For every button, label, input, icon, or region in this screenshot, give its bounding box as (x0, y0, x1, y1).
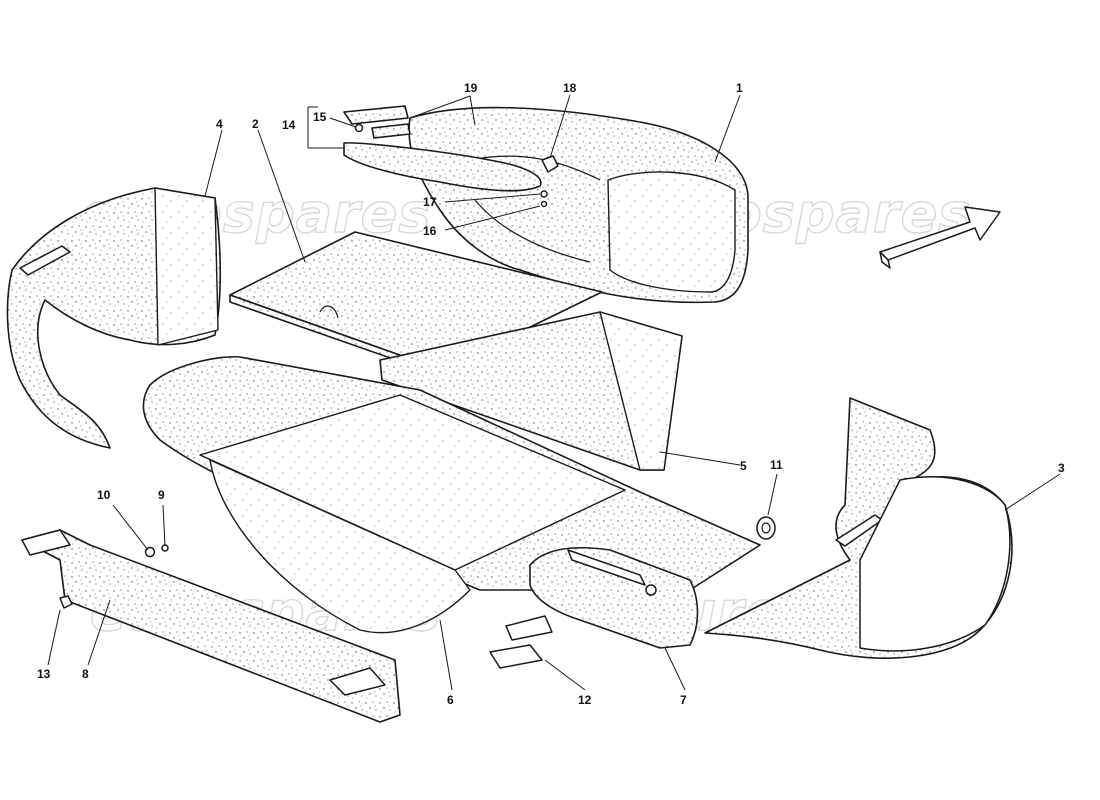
callout-1: 1 (736, 81, 743, 95)
callout-5: 5 (740, 459, 747, 473)
callout-labels: 1 2 3 4 5 6 7 8 9 10 11 12 13 14 15 16 1… (37, 81, 1065, 707)
front-direction-arrow-icon (879, 206, 1001, 269)
part-7-lower-bracket (529, 547, 699, 649)
callout-7: 7 (680, 693, 687, 707)
callout-16: 16 (423, 224, 437, 238)
callout-15: 15 (313, 110, 327, 124)
callout-10: 10 (97, 488, 111, 502)
part-8-sill-trim (21, 529, 401, 723)
callout-3: 3 (1058, 461, 1065, 475)
callout-2: 2 (252, 117, 259, 131)
part-11-grommet (756, 516, 776, 540)
part-12-brackets (489, 615, 553, 669)
callout-13: 13 (37, 667, 51, 681)
callout-6: 6 (447, 693, 454, 707)
leader-lines (47, 94, 1061, 691)
part-6-boot-tub (142, 355, 761, 634)
callout-4: 4 (216, 117, 223, 131)
callout-17: 17 (423, 195, 437, 209)
callout-9: 9 (158, 488, 165, 502)
part-5-bulkhead-panel (379, 311, 683, 471)
callout-11: 11 (770, 458, 783, 472)
part-1-lid-lining (408, 106, 749, 304)
callout-8: 8 (82, 667, 89, 681)
callout-12: 12 (578, 693, 592, 707)
callout-18: 18 (563, 81, 577, 95)
part-14-trim-assembly (343, 105, 559, 208)
callout-19: 19 (464, 81, 478, 95)
part-4-left-side-lining (6, 187, 222, 449)
callout-14: 14 (282, 118, 296, 132)
part-3-right-side-lining (704, 397, 1013, 659)
